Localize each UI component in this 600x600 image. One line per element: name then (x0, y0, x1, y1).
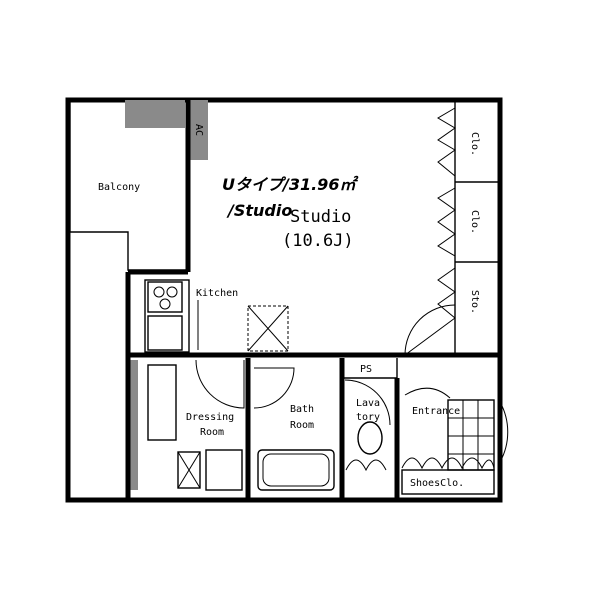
type-subtitle: /Studio (226, 201, 292, 220)
dressing-room-label-1: Dressing (186, 412, 234, 423)
dressing-cabinet-2 (205, 449, 243, 491)
shoes-closet-label: ShoesClo. (410, 478, 464, 489)
burner-1 (153, 286, 165, 298)
lavatory-label-2: tory (356, 412, 380, 423)
bath-label-2: Room (290, 420, 314, 431)
column-hatch-left (128, 360, 138, 490)
column-hatch-right-top (188, 100, 208, 160)
washer-box (147, 364, 177, 441)
bathtub (257, 449, 335, 491)
cab-x2 (177, 451, 201, 489)
storage-door-swing (404, 304, 456, 356)
closet-door-1 (437, 107, 456, 177)
burner-2 (166, 286, 178, 298)
balcony-corner-hatch (125, 100, 185, 128)
shoes-closet (401, 469, 495, 495)
bath-label-1: Bath (290, 404, 314, 415)
entrance-inner-swing (404, 387, 451, 399)
kitchen-counter (144, 279, 190, 353)
sink (147, 315, 183, 351)
studio-size: (10.6J) (282, 231, 354, 251)
balcony-label: Balcony (98, 182, 140, 193)
closet-label-2: Clo. (469, 210, 480, 234)
closet-door-2 (437, 187, 456, 257)
stove (147, 281, 183, 313)
closet-label-1: Clo. (469, 132, 480, 156)
bathtub-inner (262, 453, 330, 487)
kitchen-label: Kitchen (196, 288, 238, 299)
type-title: Uタイプ/31.96㎡ (222, 175, 358, 194)
dressing-cabinet-1 (177, 451, 201, 489)
dressing-door-swing (195, 359, 245, 409)
toilet (357, 421, 383, 455)
storage-door (437, 267, 456, 319)
ps-label: PS (360, 364, 372, 375)
bath-door-swing (253, 367, 295, 409)
burner-3 (159, 298, 171, 310)
lavatory-sink (345, 459, 387, 472)
lavatory-label-1: Lava (356, 398, 380, 409)
dressing-room-label-2: Room (200, 427, 224, 438)
storage-label: Sto. (469, 290, 480, 314)
entrance-door-swing (499, 401, 509, 463)
entrance-label: Entrance (412, 406, 460, 417)
outer-wall (65, 97, 503, 503)
ac-mark: AC (193, 124, 204, 136)
studio-label: Studio (290, 207, 351, 227)
shoes-closet-doors (401, 457, 495, 470)
lavatory-door-swing (344, 379, 391, 426)
fridge-x-2 (247, 305, 289, 352)
fridge-space (247, 305, 289, 352)
